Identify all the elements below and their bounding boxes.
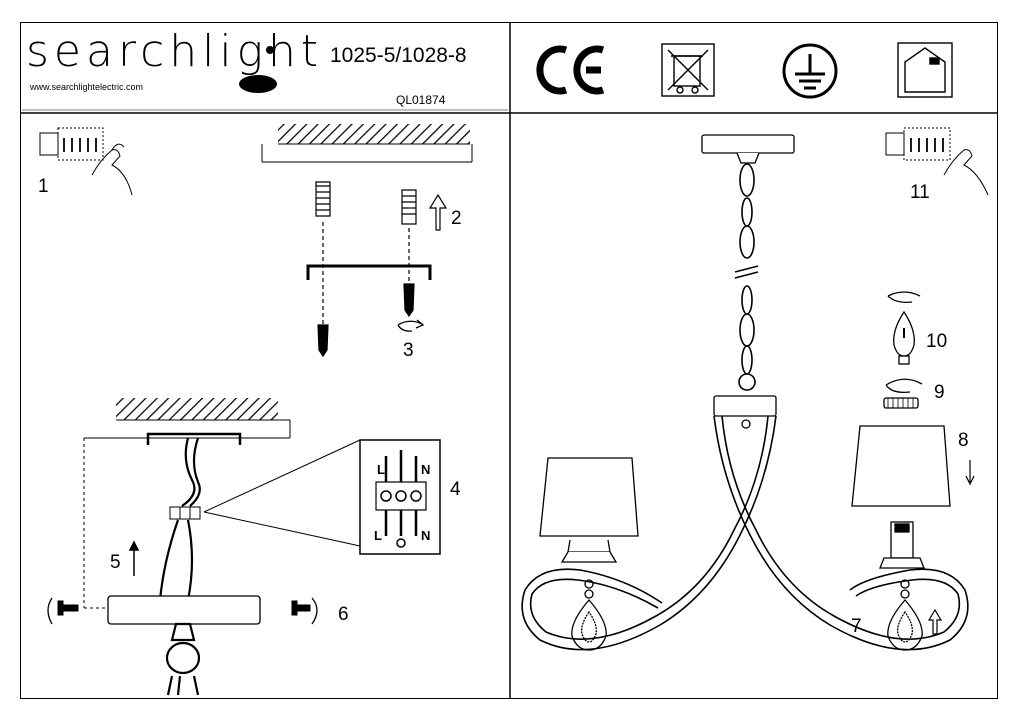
terminal-label-neutral-bottom: N (421, 528, 431, 543)
mounting-bracket (306, 264, 432, 280)
shade-right (851, 425, 951, 507)
step-number-3: 3 (403, 340, 414, 361)
ceiling-hatch-top (278, 124, 470, 144)
chandelier-body (713, 395, 777, 429)
chandelier-arms (521, 415, 969, 651)
website-link[interactable]: www.searchlightelectric.com (30, 82, 144, 92)
chandelier-canopy (701, 134, 795, 164)
document-code: QL01874 (396, 93, 446, 107)
arrow-down-step8 (965, 460, 975, 486)
connector-block (169, 506, 201, 520)
step-number-10: 10 (926, 331, 948, 352)
terminal-detail-box (359, 439, 441, 555)
terminal-label-neutral-top: N (421, 462, 431, 477)
shade-left (539, 457, 639, 563)
step-number-5: 5 (110, 552, 121, 573)
step-number-2: 2 (451, 208, 462, 229)
step11-terminal-hand (885, 127, 989, 196)
step-number-8: 8 (958, 430, 969, 451)
rotate-arrows-step6 (47, 597, 318, 625)
step-number-9: 9 (934, 382, 945, 403)
lower-bracket (146, 432, 242, 445)
step-number-4: 4 (450, 479, 461, 500)
candle-bulb-step10 (887, 291, 921, 365)
instruction-sheet-frame (20, 22, 998, 699)
canopy-hook (165, 622, 201, 696)
step-number-11: 11 (910, 182, 930, 203)
arrow-up-step7 (927, 608, 943, 635)
arrow-up-step5 (128, 540, 140, 576)
dashed-guide (83, 438, 108, 609)
step-number-1: 1 (38, 176, 49, 197)
rotate-arrow-step3 (397, 319, 425, 332)
crystal-pendant-left (571, 579, 607, 651)
model-number: 1025-5/1028-8 (330, 44, 467, 67)
indoor-use-icon (897, 42, 953, 98)
brand-logo-mark (239, 75, 277, 93)
weee-bin-icon (661, 43, 715, 97)
crystal-pendant-right (887, 579, 923, 651)
step-number-7: 7 (851, 616, 862, 637)
step-number-6: 6 (338, 604, 349, 625)
wall-plug-left (315, 181, 331, 358)
ce-mark-icon (536, 45, 605, 95)
earth-ground-icon (782, 43, 838, 99)
brand-logo: searchlight (26, 26, 324, 77)
terminal-label-live-bottom: L (374, 528, 382, 543)
step1-terminal-hand (39, 127, 133, 196)
shade-ring-step9 (883, 378, 923, 409)
wall-plug-right (401, 189, 417, 318)
supply-cables (158, 437, 201, 601)
bulb-holder-right (879, 521, 925, 569)
canopy-screws (57, 600, 311, 616)
terminal-label-live-top: L (377, 462, 385, 477)
chandelier-chain (734, 163, 759, 391)
canopy-plate (107, 595, 261, 625)
grid-lines (20, 22, 998, 699)
arrow-up-step2 (428, 193, 448, 231)
ceiling-hatch-lower (116, 398, 278, 420)
